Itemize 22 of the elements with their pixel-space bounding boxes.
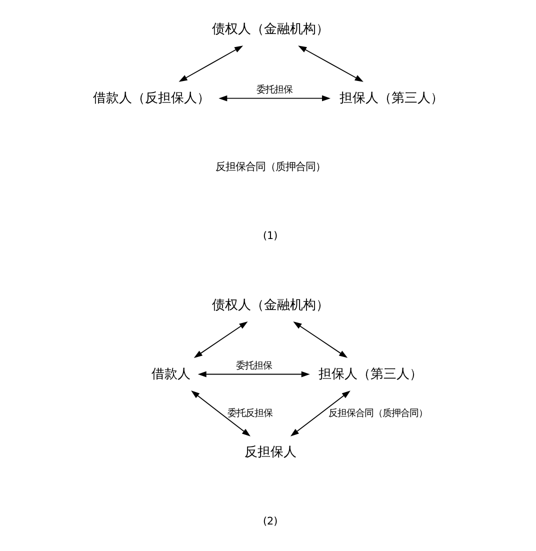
arrow (218, 95, 331, 102)
label: (1) (263, 230, 278, 242)
arrow (290, 390, 350, 436)
label: 反担保合同（质押合同） (215, 160, 326, 173)
edge-label: 委托反担保 (228, 408, 273, 419)
node-text: 债权人（金融机构） (212, 22, 329, 37)
arrow (194, 321, 248, 358)
node-text: 借款人 (152, 366, 191, 382)
arrow (198, 371, 310, 378)
edge-label: 委托担保 (256, 84, 293, 96)
node-text: 债权人（金融机构） (212, 298, 329, 313)
node-text: 担保人（第三人） (318, 366, 423, 382)
node-text: 借款人（反担保人） (92, 90, 210, 106)
arrow (178, 46, 244, 82)
node-text: 担保人（第三人） (339, 90, 444, 106)
node-text: 反担保人 (244, 445, 296, 460)
edge-label: 反担保合同（质押合同） (328, 408, 428, 419)
arrow (293, 321, 348, 358)
arrow (298, 46, 364, 82)
label: (2) (263, 515, 278, 528)
edge-label: 委托担保 (236, 360, 272, 372)
arrow (191, 390, 250, 436)
